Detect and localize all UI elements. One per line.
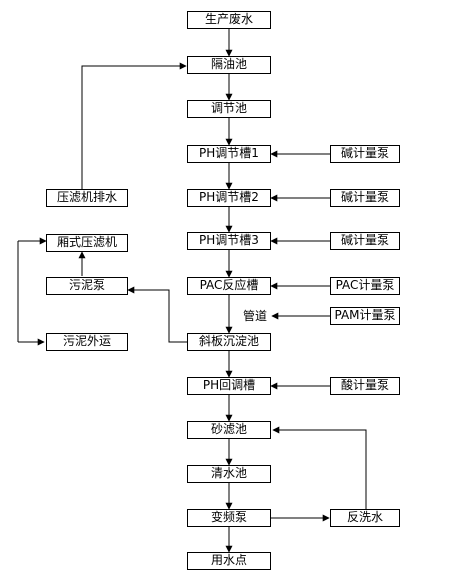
arrow-backwash-to-sandfilter [272, 426, 367, 509]
node-press-drain: 压滤机排水 [46, 189, 128, 207]
node-clear-water: 清水池 [187, 465, 271, 483]
node-pac-reactor: PAC反应槽 [187, 277, 271, 295]
node-use-point: 用水点 [187, 552, 271, 570]
node-chamber-press: 厢式压滤机 [46, 234, 128, 252]
node-ph-tank-1: PH调节槽1 [187, 145, 271, 163]
node-pac-pump: PAC计量泵 [330, 277, 400, 295]
node-sludge-pump: 污泥泵 [46, 277, 128, 295]
node-acid-pump: 酸计量泵 [330, 377, 400, 395]
node-pam-pump: PAM计量泵 [330, 307, 400, 325]
node-ph-tank-2: PH调节槽2 [187, 189, 271, 207]
arrow-pressdrain-to-oil [81, 62, 187, 189]
node-ph-tank-3: PH调节槽3 [187, 232, 271, 250]
label-pipe: 管道 [243, 309, 268, 323]
node-alkali-pump-3: 碱计量泵 [330, 232, 400, 250]
node-sand-filter: 砂滤池 [187, 421, 271, 439]
node-alkali-pump-2: 碱计量泵 [330, 189, 400, 207]
node-alkali-pump-1: 碱计量泵 [330, 145, 400, 163]
node-equalization: 调节池 [187, 100, 271, 118]
node-ph-callback: PH回调槽 [187, 377, 271, 395]
node-backwash: 反洗水 [330, 509, 400, 527]
node-oil-separator: 隔油池 [187, 56, 271, 74]
node-inclined-settler: 斜板沉淀池 [187, 333, 271, 351]
node-vfd-pump: 变频泵 [187, 509, 271, 527]
node-sludge-out: 污泥外运 [46, 333, 128, 351]
arrow-settler-to-sludgepump [127, 286, 187, 343]
node-wastewater: 生产废水 [187, 11, 271, 29]
